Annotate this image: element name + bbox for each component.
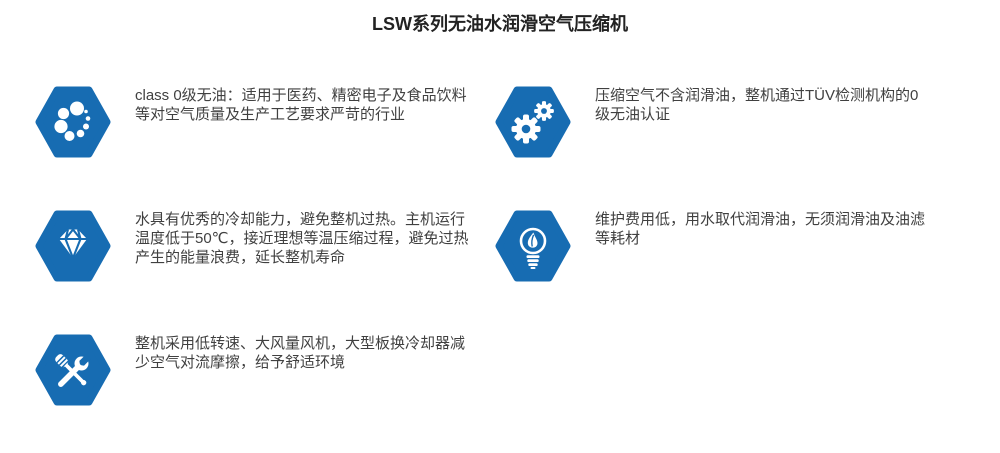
gears-icon bbox=[495, 86, 571, 158]
feature-item: 压缩空气不含润滑油，整机通过TÜV检测机构的0级无油认证 bbox=[495, 86, 955, 158]
feature-item: class 0级无油：适用于医药、精密电子及食品饮料等对空气质量及生产工艺要求严… bbox=[35, 86, 495, 158]
feature-text: 压缩空气不含润滑油，整机通过TÜV检测机构的0级无油认证 bbox=[595, 87, 919, 123]
bulb-icon bbox=[495, 210, 571, 282]
bulb-feature: 维护费用低，用水取代润滑油，无须润滑油及油滤等耗材 bbox=[495, 210, 955, 282]
bubbles-icon bbox=[35, 86, 111, 158]
feature-text: class 0级无油：适用于医药、精密电子及食品饮料等对空气质量及生产工艺要求严… bbox=[135, 87, 467, 123]
page-title: LSW系列无油水润滑空气压缩机 bbox=[372, 14, 628, 34]
feature-text: 维护费用低，用水取代润滑油，无须润滑油及油滤等耗材 bbox=[595, 211, 926, 247]
feature-item: 水具有优秀的冷却能力，避免整机过热。主机运行温度低于50℃，接近理想等温压缩过程… bbox=[35, 210, 495, 282]
diamond-icon bbox=[35, 210, 111, 282]
tools-icon bbox=[35, 334, 111, 406]
feature-text: 水具有优秀的冷却能力，避免整机过热。主机运行温度低于50℃，接近理想等温压缩过程… bbox=[135, 211, 469, 266]
features-grid: class 0级无油：适用于医药、精密电子及食品饮料等对空气质量及生产工艺要求严… bbox=[35, 86, 1000, 406]
feature-text: 整机采用低转速、大风量风机，大型板换冷却器减少空气对流摩擦，给予舒适环境 bbox=[135, 335, 466, 371]
feature-item: 整机采用低转速、大风量风机，大型板换冷却器减少空气对流摩擦，给予舒适环境 bbox=[35, 334, 495, 406]
